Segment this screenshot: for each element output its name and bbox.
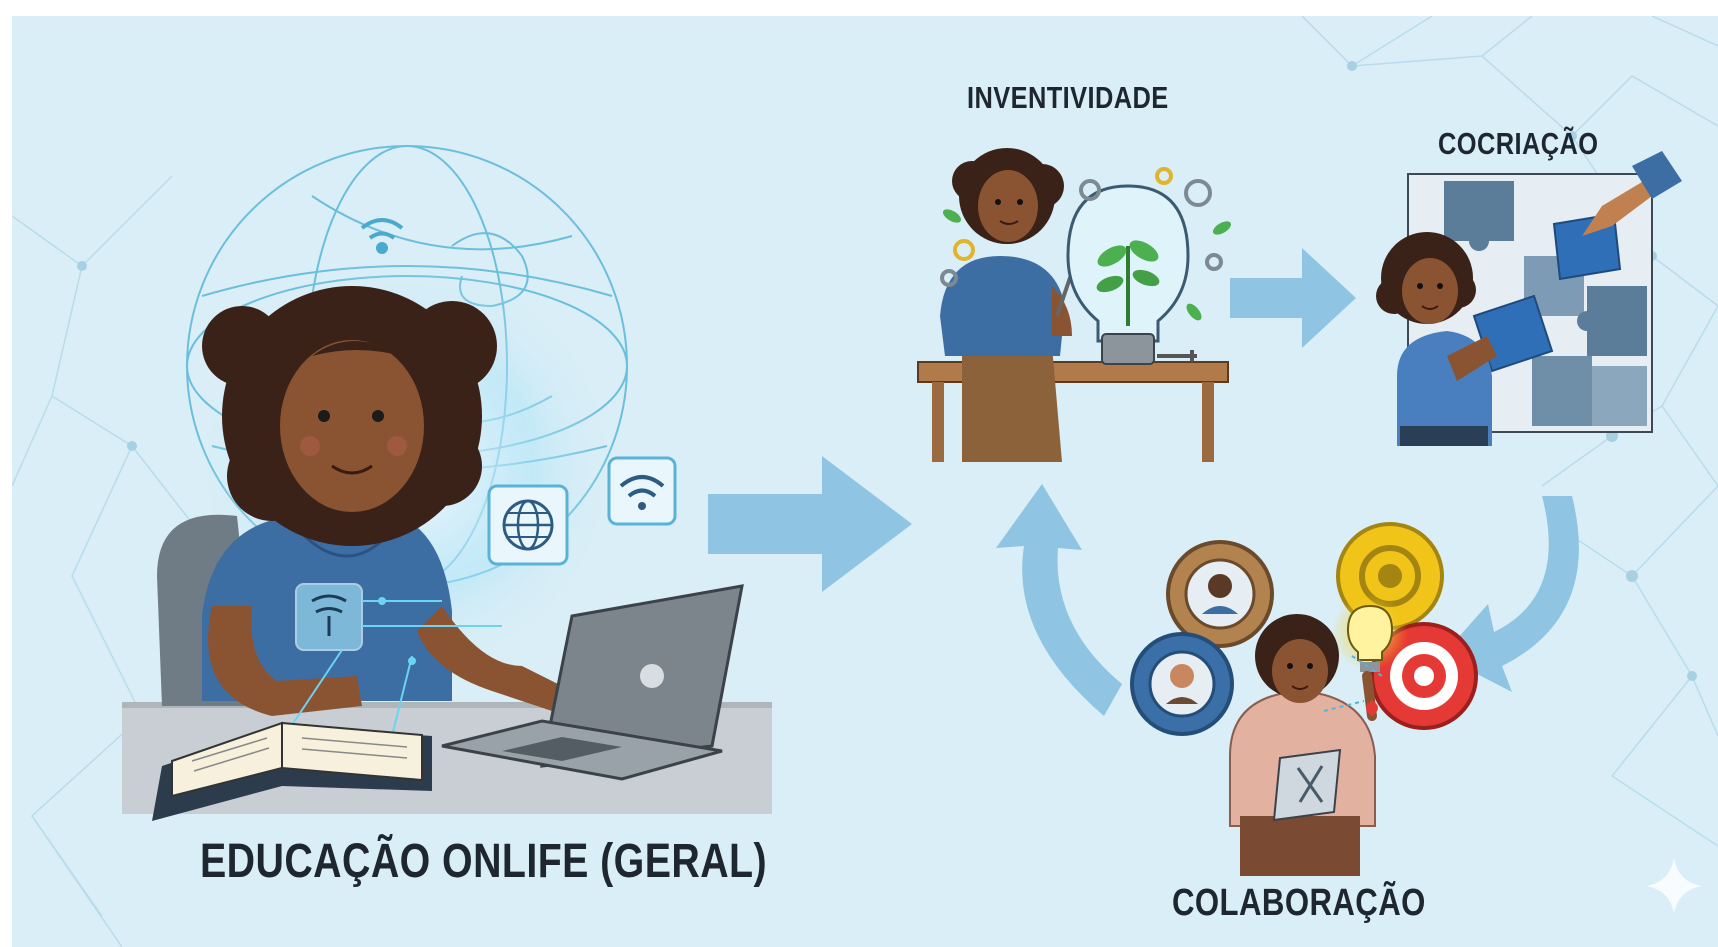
inventividade-scene	[917, 148, 1232, 462]
gear-icon	[1166, 540, 1274, 648]
label-educacao-onlife: EDUCAÇÃO ONLIFE (GERAL)	[200, 835, 768, 888]
colaboracao-scene	[1130, 522, 1478, 876]
flow-arrow-up	[996, 484, 1122, 716]
wifi-icon	[360, 218, 404, 254]
laptop-icon	[441, 584, 744, 781]
face	[280, 340, 424, 512]
globe-icon	[487, 484, 569, 566]
lightbulb-icon	[1066, 184, 1197, 365]
main-flow-arrow	[708, 456, 912, 592]
flow-arrow-down	[1442, 496, 1579, 692]
flow-arrow-right	[1230, 248, 1356, 348]
illustration	[12, 16, 1718, 947]
gear-icon	[940, 167, 1223, 287]
label-cocriacao: COCRIAÇÃO	[1438, 126, 1599, 161]
book-icon	[152, 721, 432, 821]
lightbulb-icon	[1346, 604, 1394, 672]
gear-icon	[1130, 632, 1234, 736]
cocriacao-scene	[1376, 151, 1682, 446]
wifi-icon	[607, 456, 677, 526]
tablet-icon	[1272, 748, 1342, 822]
label-inventividade: INVENTIVIDADE	[967, 80, 1169, 115]
label-colaboracao: COLABORAÇÃO	[1172, 882, 1426, 924]
sparkle-icon	[1646, 858, 1702, 914]
infographic-canvas: EDUCAÇÃO ONLIFE (GERAL) INVENTIVIDADE CO…	[12, 16, 1718, 947]
